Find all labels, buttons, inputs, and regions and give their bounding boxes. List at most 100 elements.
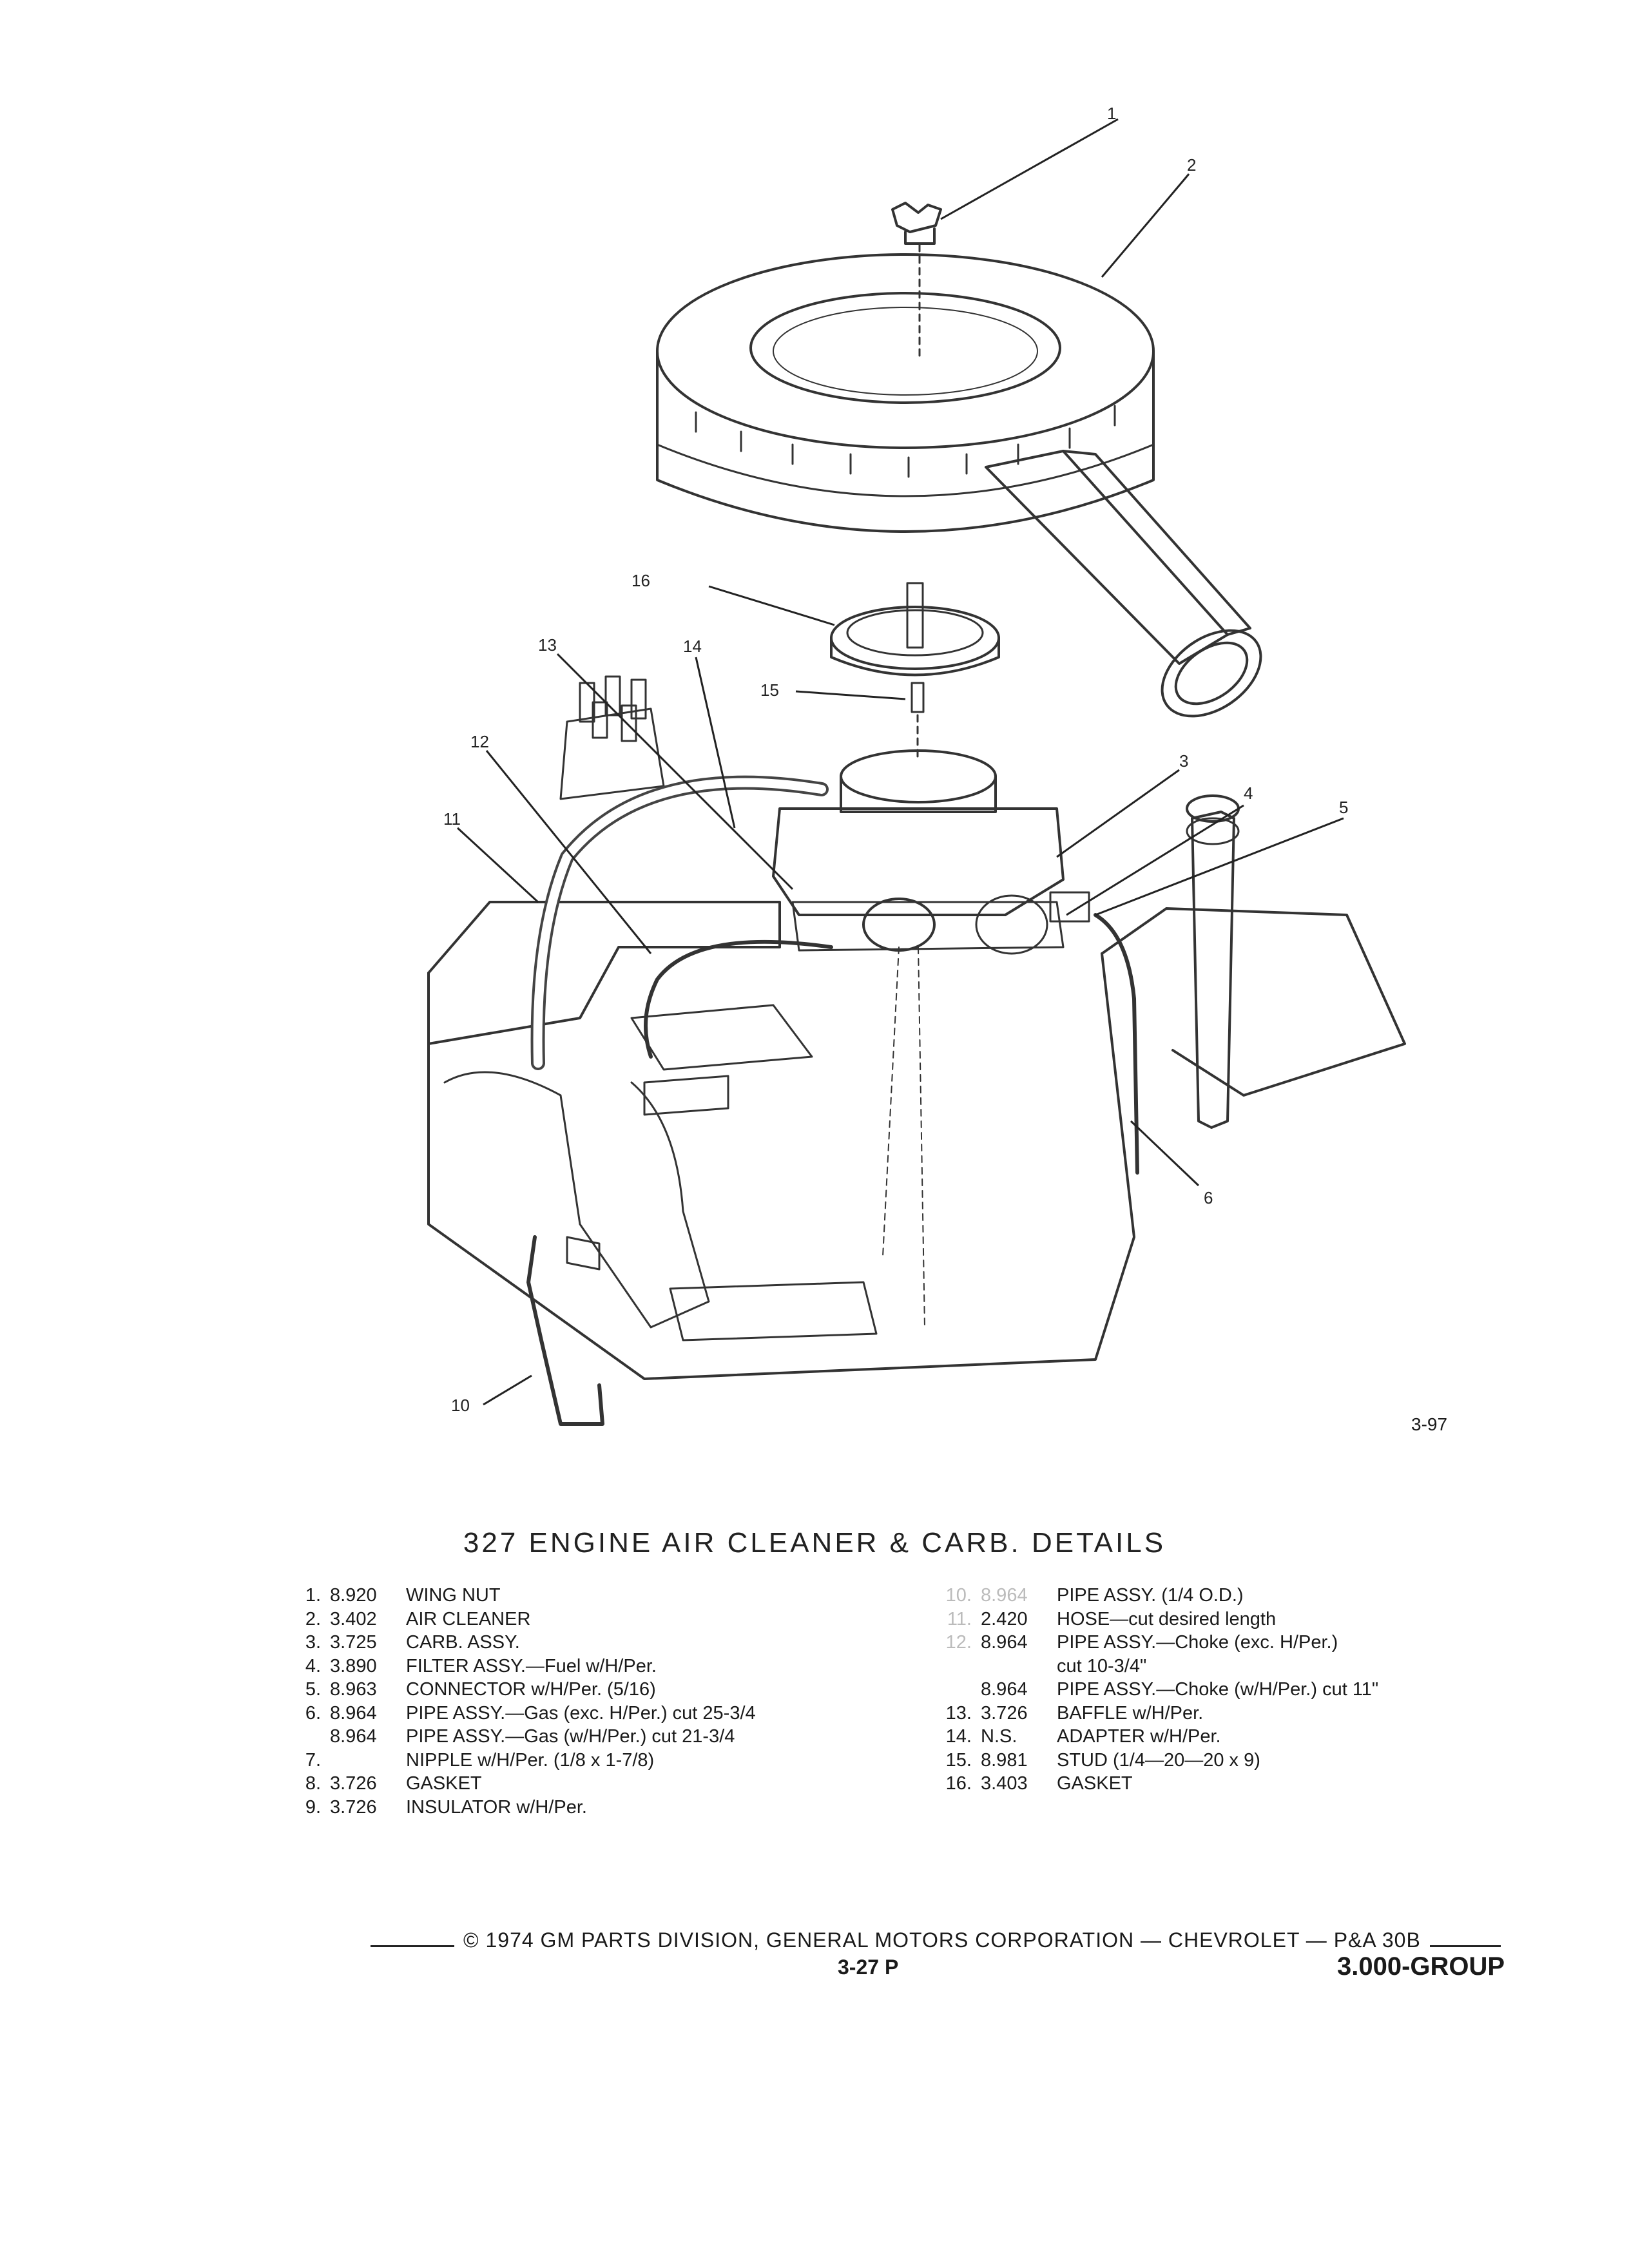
part-code: 8.981 <box>981 1749 1028 1771</box>
list-item: 5. 8.963 CONNECTOR w/H/Per. (5/16) <box>271 1678 756 1702</box>
callout-label: 1 <box>1107 104 1116 123</box>
list-item: 14. N.S. ADAPTER w/H/Per. <box>921 1725 1378 1749</box>
air-cleaner-part <box>656 253 1262 718</box>
footer-rule-right <box>1429 1945 1501 1947</box>
part-description: PIPE ASSY.—Gas (exc. H/Per.) cut 25-3/4 <box>406 1702 756 1724</box>
part-code: 3.726 <box>981 1702 1028 1724</box>
part-number: 7. <box>305 1749 321 1771</box>
gasket-part <box>830 582 1000 677</box>
figure-reference: 3-97 <box>1411 1414 1448 1434</box>
choke-pipe-part <box>644 939 833 1059</box>
hose-part <box>530 775 829 1070</box>
list-item: 15. 8.981 STUD (1/4—20—20 x 9) <box>921 1749 1378 1773</box>
group-label: 3.000-GROUP <box>1337 1952 1505 1981</box>
page-number: 3-27 P <box>838 1956 899 1979</box>
part-code: 2.420 <box>981 1608 1028 1629</box>
part-code: 8.964 <box>330 1702 377 1724</box>
part-code: 3.726 <box>330 1773 377 1794</box>
part-description: GASKET <box>1057 1773 1133 1794</box>
list-item: 8.964 PIPE ASSY.—Choke (w/H/Per.) cut 11" <box>921 1678 1378 1702</box>
callout-label: 15 <box>760 680 779 700</box>
part-code <box>330 1749 406 1773</box>
callout-label: 3 <box>1179 751 1188 771</box>
engine-exploded-diagram: 1 2 3 4 5 6 10 11 12 13 14 15 16 <box>427 104 1406 1426</box>
part-description: FILTER ASSY.—Fuel w/H/Per. <box>406 1655 657 1677</box>
part-code <box>981 1655 1057 1678</box>
callout-label: 12 <box>470 732 489 751</box>
part-number: 14. <box>945 1726 972 1747</box>
part-description: PIPE ASSY.—Gas (w/H/Per.) cut 21-3/4 <box>406 1726 735 1747</box>
footer-rule-left <box>371 1945 454 1947</box>
callout-label: 14 <box>683 637 702 656</box>
copyright-text: © 1974 GM PARTS DIVISION, GENERAL MOTORS… <box>463 1928 1421 1952</box>
copyright-footer: © 1974 GM PARTS DIVISION, GENERAL MOTORS… <box>371 1928 1518 1952</box>
part-code: 3.726 <box>330 1796 377 1818</box>
part-number: 15. <box>945 1749 972 1771</box>
pipe-assy-part <box>526 1235 604 1426</box>
part-code: N.S. <box>981 1726 1017 1747</box>
part-description: HOSE—cut desired length <box>1057 1608 1277 1629</box>
engine-block-part <box>427 901 1406 1380</box>
part-number <box>271 1725 330 1749</box>
part-code: 8.920 <box>330 1585 377 1606</box>
callout-label: 10 <box>451 1396 470 1415</box>
part-number: 8. <box>305 1773 321 1794</box>
carburetor-part <box>772 749 1090 955</box>
part-number: 10. <box>945 1585 972 1606</box>
part-description: cut 10-3/4" <box>1057 1655 1147 1677</box>
part-number: 9. <box>305 1796 321 1818</box>
callout-label: 2 <box>1187 155 1196 175</box>
list-item: cut 10-3/4" <box>921 1655 1378 1678</box>
part-code: 8.964 <box>981 1632 1028 1653</box>
part-number: 12. <box>945 1632 972 1653</box>
callout-label: 16 <box>631 571 650 590</box>
list-item: 7.NIPPLE w/H/Per. (1/8 x 1-7/8) <box>271 1749 756 1773</box>
part-description: BAFFLE w/H/Per. <box>1057 1702 1204 1724</box>
part-description: CONNECTOR w/H/Per. (5/16) <box>406 1679 656 1700</box>
wing-nut-part <box>891 202 942 245</box>
callout-label: 11 <box>443 809 461 829</box>
part-code: 3.403 <box>981 1773 1028 1794</box>
callout-label: 6 <box>1204 1188 1213 1207</box>
part-number: 11. <box>947 1608 972 1629</box>
list-item: 6. 8.964 PIPE ASSY.—Gas (exc. H/Per.) cut … <box>271 1702 756 1725</box>
part-number: 1. <box>305 1585 321 1606</box>
part-code: 3.402 <box>330 1608 377 1629</box>
list-item: 11. 2.420 HOSE—cut desired length <box>921 1608 1378 1631</box>
list-item: 9. 3.726 INSULATOR w/H/Per. <box>271 1796 756 1820</box>
list-item: 2. 3.402 AIR CLEANER <box>271 1608 756 1631</box>
part-description: ADAPTER w/H/Per. <box>1057 1726 1221 1747</box>
part-description: STUD (1/4—20—20 x 9) <box>1057 1749 1260 1771</box>
part-number: 3. <box>305 1632 321 1653</box>
part-number <box>921 1678 981 1702</box>
part-description: PIPE ASSY.—Choke (w/H/Per.) cut 11" <box>1057 1679 1379 1700</box>
callout-label: 5 <box>1339 798 1348 817</box>
list-item: 12. 8.964 PIPE ASSY.—Choke (exc. H/Per.) <box>921 1631 1378 1655</box>
callout-label: 4 <box>1244 783 1253 803</box>
part-description: AIR CLEANER <box>406 1608 531 1629</box>
breather-part <box>1191 811 1235 1129</box>
part-description: GASKET <box>406 1773 482 1794</box>
part-code: 8.963 <box>330 1679 377 1700</box>
part-number: 2. <box>305 1608 321 1629</box>
list-item: 13. 3.726 BAFFLE w/H/Per. <box>921 1702 1378 1725</box>
part-number: 5. <box>305 1679 321 1700</box>
part-description: CARB. ASSY. <box>406 1632 520 1653</box>
callout-label: 13 <box>538 635 557 655</box>
part-description: PIPE ASSY.—Choke (exc. H/Per.) <box>1057 1632 1338 1653</box>
part-description: INSULATOR w/H/Per. <box>406 1796 587 1818</box>
part-number: 13. <box>945 1702 972 1724</box>
list-item: 4. 3.890 FILTER ASSY.—Fuel w/H/Per. <box>271 1655 756 1678</box>
part-number: 6. <box>305 1702 321 1724</box>
part-number: 4. <box>305 1655 321 1677</box>
list-item: 8. 3.726 GASKET <box>271 1772 756 1796</box>
part-code: 3.890 <box>330 1655 377 1677</box>
part-code: 8.964 <box>981 1679 1028 1700</box>
page-title: 327 ENGINE AIR CLEANER & CARB. DETAILS <box>463 1527 1166 1559</box>
